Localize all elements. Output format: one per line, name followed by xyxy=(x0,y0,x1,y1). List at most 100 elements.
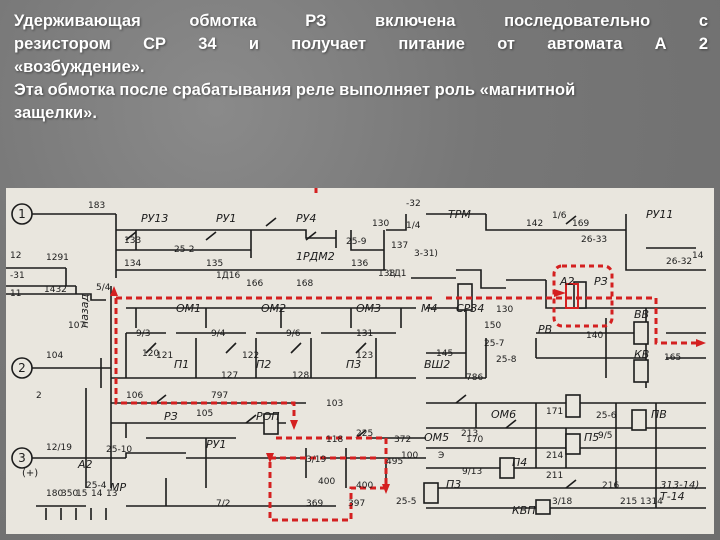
wire-label: 1/4 xyxy=(406,221,421,231)
wire-label: 25-6 xyxy=(596,411,617,421)
wire-label: 103 xyxy=(326,399,343,409)
wire-label: 797 xyxy=(211,391,228,401)
wire-label: 1Д16 xyxy=(216,271,240,281)
ru1-coil xyxy=(565,394,581,418)
wire-label: 140 xyxy=(586,331,603,341)
wire-label: 25-8 xyxy=(496,355,517,365)
label-om1: ОМ1 xyxy=(176,302,201,315)
wire-label: 105 xyxy=(196,409,213,419)
label-om3: ОМ3 xyxy=(356,302,381,315)
wire-label: 134 xyxy=(124,259,141,269)
label-ru1-top: РУ1 xyxy=(216,212,236,225)
wire-label: 215 xyxy=(620,497,637,507)
wire-label: 127 xyxy=(221,371,238,381)
wire-label: 130 xyxy=(496,305,513,315)
wire-label: 9/4 xyxy=(211,329,226,339)
label-r3-relay: РЗ xyxy=(594,275,608,288)
wire-label: 786 xyxy=(466,373,483,383)
label-rv: РВ xyxy=(538,323,552,336)
wire-label: 166 xyxy=(246,279,263,289)
wire-label: 369 xyxy=(306,499,323,509)
label-kvp: КВП xyxy=(512,504,536,517)
rop-coil xyxy=(263,413,279,435)
wire-label: 169 xyxy=(572,219,589,229)
wire-label: 495 xyxy=(386,457,403,467)
vv-coil xyxy=(633,321,649,345)
wire-label: 3/18 xyxy=(552,497,572,507)
r3-highlight-box xyxy=(552,264,614,328)
label-sr34: СР34 xyxy=(456,302,484,315)
wire-label: 400 xyxy=(318,477,335,487)
wire-label: 1314 xyxy=(640,497,663,507)
caption-text-block: Удерживающая обмотка РЗ включена последо… xyxy=(14,10,708,125)
wire-label: 131 xyxy=(356,329,373,339)
wire-label: 170 xyxy=(466,435,483,445)
wire-label: 25-2 xyxy=(174,245,194,255)
wire-label: 3-31) xyxy=(414,249,438,259)
wire-label: 100 xyxy=(401,451,418,461)
label-ru4: РУ4 xyxy=(296,212,316,225)
wire-label: 150 xyxy=(484,321,501,331)
label-p1: П1 xyxy=(174,358,189,371)
coil-symbols xyxy=(263,281,649,515)
wire-label: 121 xyxy=(156,351,173,361)
node-3-label: 3 xyxy=(18,451,26,465)
pv-coil xyxy=(631,409,647,431)
t14-coil xyxy=(535,499,551,515)
label-p5: П5 xyxy=(584,431,599,444)
wire-label: 25-10 xyxy=(106,445,132,455)
wire-label: 183 xyxy=(88,201,105,211)
wire-label: 15 xyxy=(76,489,87,499)
wire-label: 120 xyxy=(142,349,159,359)
wire-label: 5/4 xyxy=(96,283,111,293)
node-2-label: 2 xyxy=(18,361,26,375)
label-plus: (+) xyxy=(22,468,38,479)
wire-label: 216 xyxy=(602,481,619,491)
label-r3-low: РЗ xyxy=(164,410,178,423)
wire-label: 145 xyxy=(436,349,453,359)
wire-label: 106 xyxy=(126,391,143,401)
label-trm: ТРМ xyxy=(448,208,471,221)
wire-label: 1291 xyxy=(46,253,69,263)
circuit-diagram-svg: 1 2 3 РУ13 РУ1 РУ4 ТРМ РУ11 А2 РЗ 1РДМ2 … xyxy=(6,188,714,534)
wire-label: 400 xyxy=(356,481,373,491)
p3-coil xyxy=(423,482,439,504)
wire-label: 138 xyxy=(378,269,395,279)
label-vv: ВВ xyxy=(634,308,649,321)
wire-label: 26-33 xyxy=(581,235,607,245)
label-p2: П2 xyxy=(256,358,271,371)
label-p4: П4 xyxy=(512,456,527,469)
label-rop: РОП xyxy=(256,410,280,423)
wire-label: 142 xyxy=(526,219,543,229)
caption-line-1: Удерживающая обмотка РЗ включена последо… xyxy=(14,12,708,30)
highlight-path xyxy=(114,188,696,522)
wire-label: 7/2 xyxy=(216,499,230,509)
wire-label: 137 xyxy=(391,241,408,251)
wire-label: 9/13 xyxy=(462,467,482,477)
wire-label: 25-5 xyxy=(396,497,416,507)
wire-label: 9/3 xyxy=(136,329,150,339)
wire-label: 130 xyxy=(372,219,389,229)
wire-label: -31 xyxy=(10,271,25,281)
label-t14: Т-14 xyxy=(660,490,685,503)
wire-label: 25-7 xyxy=(484,339,504,349)
label-kv: КВ xyxy=(634,348,649,361)
label-nazad: назад xyxy=(78,294,91,328)
wire-label: 104 xyxy=(46,351,63,361)
label-t313: 313-14) xyxy=(660,480,699,491)
p4-coil xyxy=(499,457,515,479)
circuit-diagram: 1 2 3 РУ13 РУ1 РУ4 ТРМ РУ11 А2 РЗ 1РДМ2 … xyxy=(6,188,714,534)
wire-label: 118 xyxy=(326,435,343,445)
wire-label: 14 xyxy=(692,251,704,261)
wire-label: 14 xyxy=(91,489,103,499)
wire-label: 1432 xyxy=(44,285,67,295)
wire-label: 12/19 xyxy=(46,443,72,453)
wire-label: 107 xyxy=(68,321,85,331)
highlight-arrows xyxy=(110,286,706,494)
label-pv: ПВ xyxy=(651,408,667,421)
wire-label: 165 xyxy=(664,353,681,363)
label-a2-relay: А2 xyxy=(559,275,575,288)
wire-label: 1Д1 xyxy=(388,269,406,279)
wire-label: 9/5 xyxy=(598,431,612,441)
